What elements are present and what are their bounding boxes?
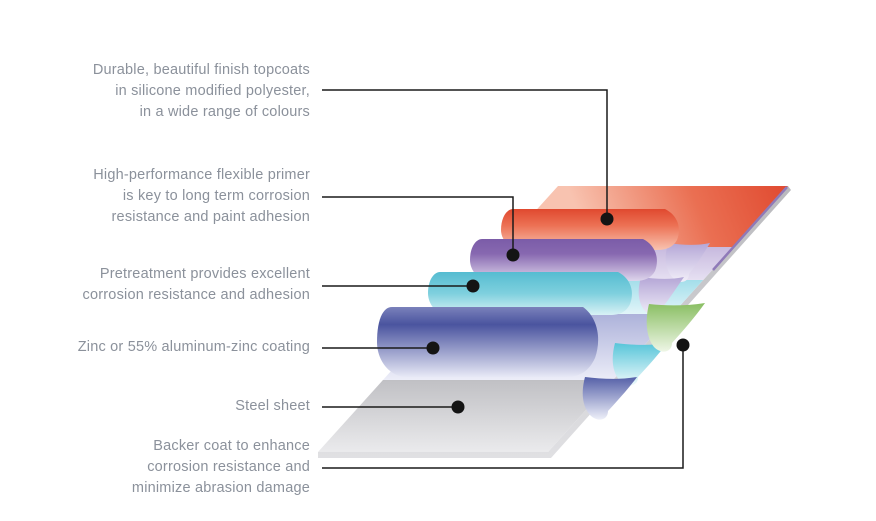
label-pretreatment-line2: corrosion resistance and adhesion [82, 287, 310, 303]
label-primer-line3: resistance and paint adhesion [111, 209, 310, 225]
label-zinc-line1: Zinc or 55% aluminum-zinc coating [77, 339, 310, 355]
primer-edge-hairline [712, 186, 788, 271]
label-topcoat-line3: in a wide range of colours [139, 104, 310, 120]
label-backer-line2: corrosion resistance and [147, 459, 310, 475]
label-backer-line1: Backer coat to enhance [153, 438, 310, 454]
label-primer: High-performance flexible primer is key … [0, 165, 310, 228]
callout-dot-primer [506, 248, 520, 262]
label-primer-line2: is key to long term corrosion [122, 188, 310, 204]
primer-layer [470, 239, 657, 281]
pretreatment-layer [428, 272, 632, 315]
callout-dot-steel [451, 400, 465, 414]
callout-dot-backer [676, 338, 690, 352]
zinc-coating-layer [377, 307, 599, 377]
callout-dot-pretreatment [466, 279, 480, 293]
edge-curl-cyan-under [612, 343, 667, 386]
edge-curl-lavender-1 [665, 243, 710, 282]
label-topcoat: Durable, beautiful finish topcoats in si… [0, 60, 310, 123]
label-steel-line1: Steel sheet [235, 398, 310, 414]
label-primer-line1: High-performance flexible primer [93, 167, 310, 183]
backer-coat-curl [646, 303, 705, 352]
label-pretreatment: Pretreatment provides excellent corrosio… [0, 264, 310, 306]
callout-line-topcoat [322, 89, 608, 219]
label-zinc: Zinc or 55% aluminum-zinc coating [0, 337, 310, 358]
callout-dot-zinc [426, 341, 440, 355]
label-backer: Backer coat to enhance corrosion resista… [0, 436, 310, 499]
label-pretreatment-line1: Pretreatment provides excellent [99, 266, 310, 282]
label-topcoat-line2: in silicone modified polyester, [115, 83, 310, 99]
label-topcoat-line1: Durable, beautiful finish topcoats [92, 62, 310, 78]
label-backer-line3: minimize abrasion damage [131, 480, 310, 496]
callout-dot-topcoat [600, 212, 614, 226]
callout-line-backer [322, 345, 684, 469]
edge-curl-blue-under [582, 377, 637, 420]
label-steel: Steel sheet [0, 396, 310, 417]
callout-line-primer [322, 196, 514, 255]
